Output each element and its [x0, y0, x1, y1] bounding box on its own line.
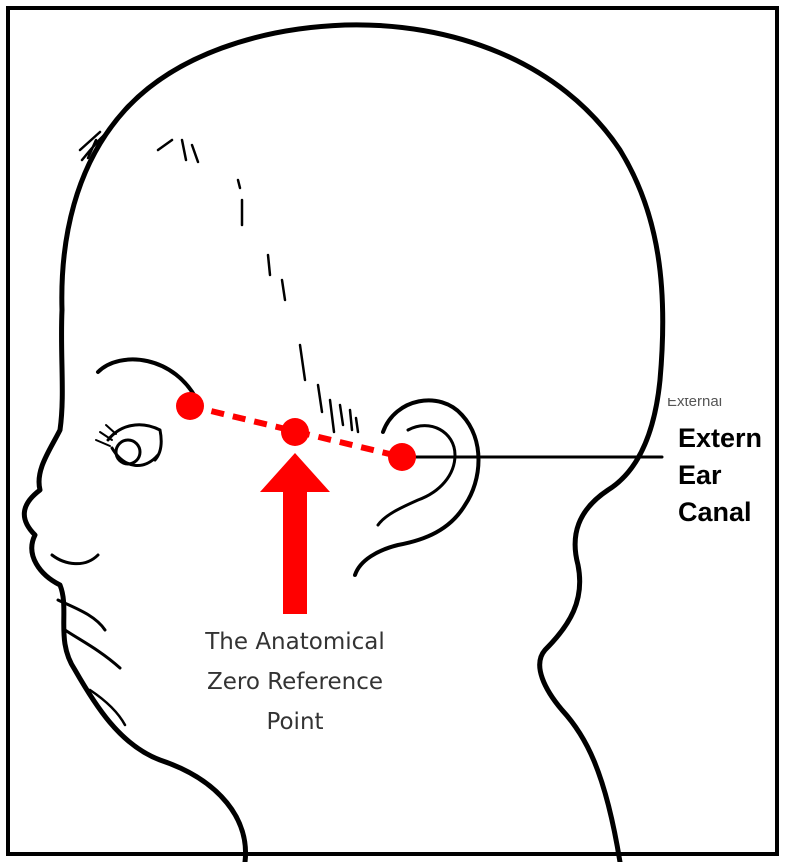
reference-markers	[176, 392, 416, 614]
ear-canal-label-line3: Canal	[678, 494, 762, 531]
up-arrow-icon	[260, 453, 330, 614]
zero-reference-label-line2: Zero Reference	[170, 662, 420, 702]
zero-reference-marker	[281, 418, 309, 446]
ear-canal-label: Extern Ear Canal	[678, 420, 762, 531]
eye-iris	[116, 440, 140, 464]
zero-reference-label-line3: Point	[170, 702, 420, 742]
zero-reference-label-line1: The Anatomical	[170, 622, 420, 662]
nose-line	[52, 555, 98, 564]
ear-canal-marker	[388, 443, 416, 471]
zero-reference-label: The Anatomical Zero Reference Point	[170, 622, 420, 742]
hair-strands	[80, 130, 358, 432]
ear-canal-label-line1: Extern	[678, 420, 762, 457]
orbit-marker	[176, 392, 204, 420]
ear-inner	[378, 426, 455, 525]
ear-canal-label-line2: Ear	[678, 457, 762, 494]
